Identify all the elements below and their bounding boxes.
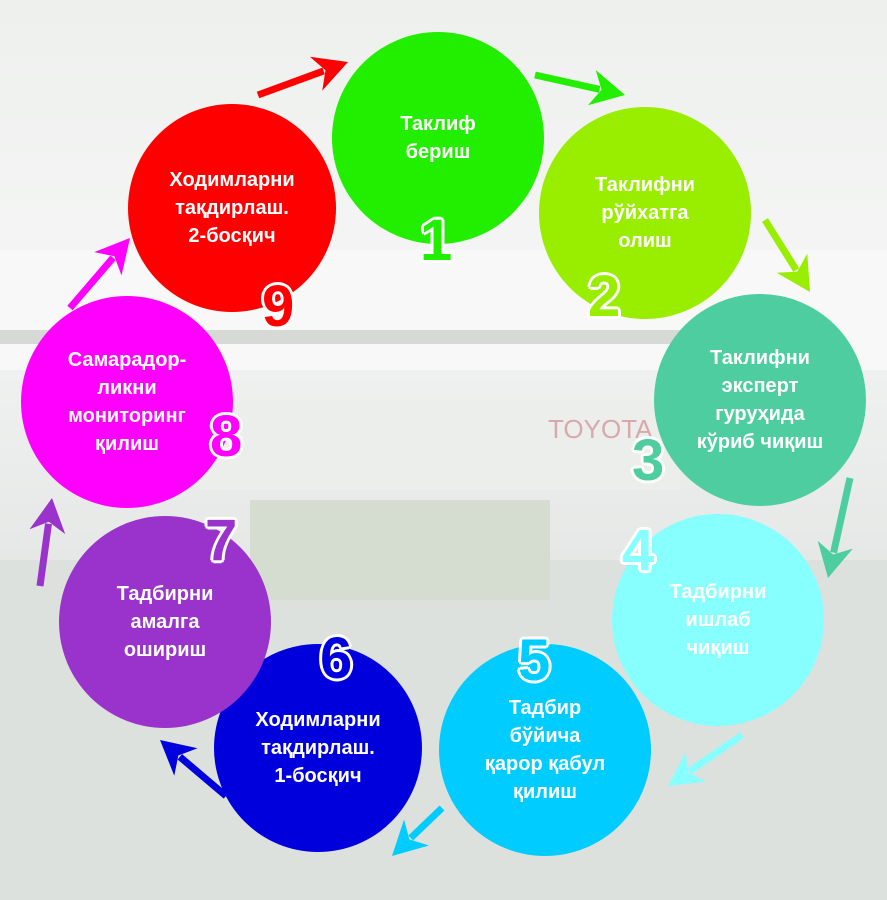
arrow-head-icon [587,70,625,106]
arrow-shaft [256,67,325,99]
step-number: 2 [588,264,621,329]
step-label: Ходимларни тақдирлаш. 1-босқич [255,709,381,787]
arrow-head-icon [94,238,130,276]
step-label: Тадбир бўйича қарор қабул қилиш [484,697,606,803]
step-number: 9 [262,274,295,339]
step-label: Таклиф бериш [400,113,476,163]
step-number: 8 [210,404,243,469]
step-circle-2: Таклифни рўйхатга олиш [539,107,751,319]
arrow-head-icon [668,751,707,786]
step-number: 7 [205,508,238,573]
arrow-head-icon [817,540,853,578]
step-circle-1: Таклиф бериш [332,32,544,244]
step-number: 1 [420,208,453,273]
step-number: 5 [518,628,551,693]
arrow-shaft [830,477,854,554]
step-circle-8: Самарадор- ликни мониторинг қилиш [21,296,233,508]
step-circle-5: Тадбир бўйича қарор қабул қилиш [439,644,651,856]
step-number: 3 [632,428,665,493]
arrow-head-icon [309,56,348,91]
step-circle-4: Тадбирни ишлаб чиқиш [612,514,824,726]
step-circle-9: Ходимларни тақдирлаш. 2-босқич [128,104,336,312]
arrow-shaft [177,754,229,799]
step-label: Самарадор- ликни мониторинг қилиш [67,349,187,455]
arrow-shaft [534,71,601,93]
arrow-shaft [408,805,445,841]
step-circle-3: Таклифни эксперт гуруҳида кўриб чиқиш [654,294,866,506]
step-label: Таклифни эксперт гуруҳида кўриб чиқиш [696,347,824,453]
step-label: Таклифни рўйхатга олиш [595,174,695,252]
arrow-shaft [36,523,52,587]
step-label: Ходимларни тақдирлаш. 2-босқич [169,169,295,247]
arrow-shaft [67,255,116,311]
arrow-head-icon [160,740,198,776]
arrow-shaft [687,732,744,775]
step-label: Тадбирни амалга ошириш [116,583,214,661]
step-number: 4 [622,518,655,583]
arrow-head-icon [29,498,66,535]
step-number: 6 [320,626,353,691]
arrow-head-icon [392,819,429,856]
arrow-head-icon [776,253,810,292]
toyota-sign: TOYOTA [548,414,653,444]
step-circle-7: Тадбирни амалга ошириш [59,516,271,728]
step-label: Тадбирни ишлаб чиқиш [669,581,767,659]
arrow-shaft [762,218,800,272]
